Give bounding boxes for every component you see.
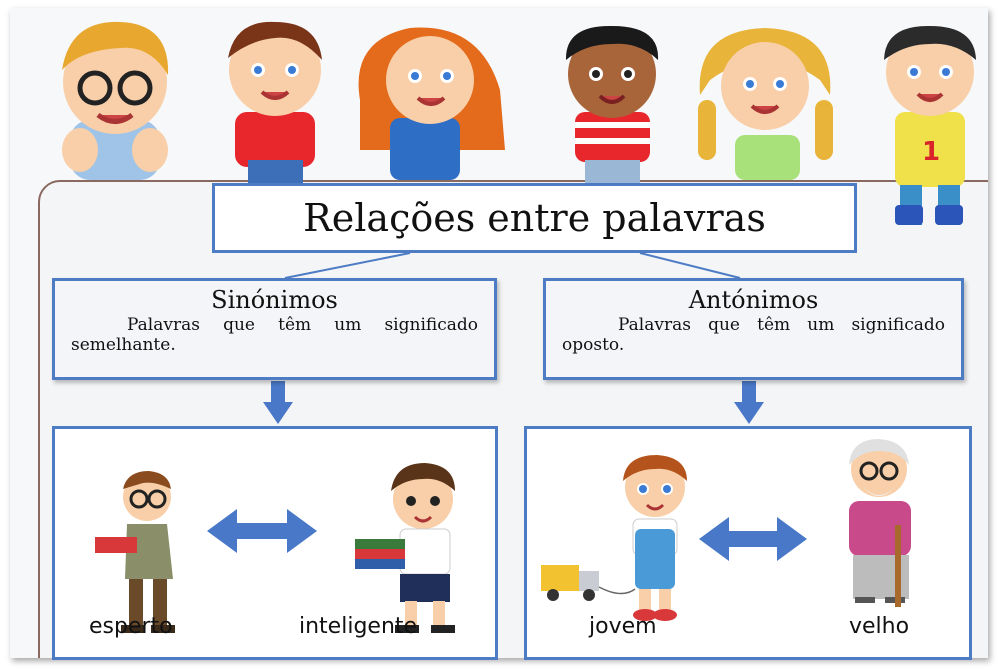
title-box: Relações entre palavras <box>212 183 857 253</box>
antonyms-definition-box: Antónimos Palavras que têm um significad… <box>543 278 964 380</box>
word-jovem: jovem <box>589 614 657 639</box>
synonyms-heading: Sinónimos <box>211 286 338 314</box>
old-man-illustration <box>849 439 911 607</box>
kid-glasses-illustration <box>62 21 169 180</box>
kid-striped-shirt-illustration <box>565 25 659 185</box>
antonyms-example-box: jovem velho <box>524 426 972 660</box>
synonyms-definition: Palavras que têm um significado semelhan… <box>71 315 478 355</box>
kid-yellow-jersey-illustration: 1 <box>884 25 976 225</box>
antonyms-definition: Palavras que têm um significado oposto. <box>562 315 945 355</box>
word-inteligente: inteligente <box>299 614 418 639</box>
double-arrow-icon <box>207 509 317 553</box>
svg-text:1: 1 <box>922 137 940 167</box>
kid-pigtails-illustration <box>698 28 833 180</box>
kid-blue-dress-illustration <box>358 27 505 180</box>
professor-illustration <box>95 471 175 633</box>
word-esperto: esperto <box>89 614 173 639</box>
synonyms-definition-box: Sinónimos Palavras que têm um significad… <box>52 278 497 380</box>
antonyms-illustration <box>541 439 911 621</box>
toy-truck-icon <box>541 565 636 601</box>
synonyms-illustration <box>95 463 455 633</box>
synonyms-example-box: esperto inteligente <box>52 426 498 660</box>
student-with-books-illustration <box>355 463 455 633</box>
double-arrow-icon <box>699 517 807 561</box>
antonyms-heading: Antónimos <box>688 286 819 314</box>
page-title: Relações entre palavras <box>303 196 766 240</box>
kid-red-shirt-illustration <box>228 21 322 190</box>
young-boy-illustration <box>623 455 687 621</box>
word-velho: velho <box>849 614 910 639</box>
